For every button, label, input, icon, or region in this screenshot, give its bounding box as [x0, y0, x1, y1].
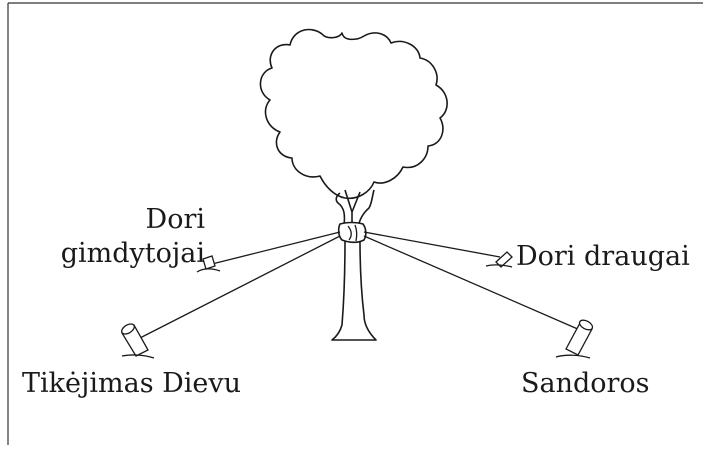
label-parents: Dori gimdytojai: [0, 203, 205, 271]
tree-trunk: [331, 240, 377, 341]
rope-friends: [363, 231, 501, 258]
rope-covenants: [363, 235, 581, 331]
stake-parents: [196, 255, 221, 273]
tree-crown: [259, 28, 448, 200]
stake-faith: [121, 323, 155, 359]
label-covenants: Sandoros: [521, 368, 650, 399]
label-friends: Dori draugai: [516, 241, 690, 272]
rope-faith: [137, 235, 341, 340]
label-parents-line2: gimdytojai: [60, 238, 205, 269]
tree-branches: [335, 189, 375, 227]
ropes: [137, 231, 581, 340]
rope-parents: [211, 231, 341, 265]
label-faith: Tikėjimas Dievu: [22, 368, 242, 399]
stake-covenants: [555, 319, 594, 359]
label-parents-line1: Dori: [145, 204, 205, 235]
tree-collar: [337, 221, 367, 244]
tree-collar-knot: [347, 224, 358, 242]
frame-border: [7, 2, 703, 445]
stake-friends: [485, 251, 513, 268]
